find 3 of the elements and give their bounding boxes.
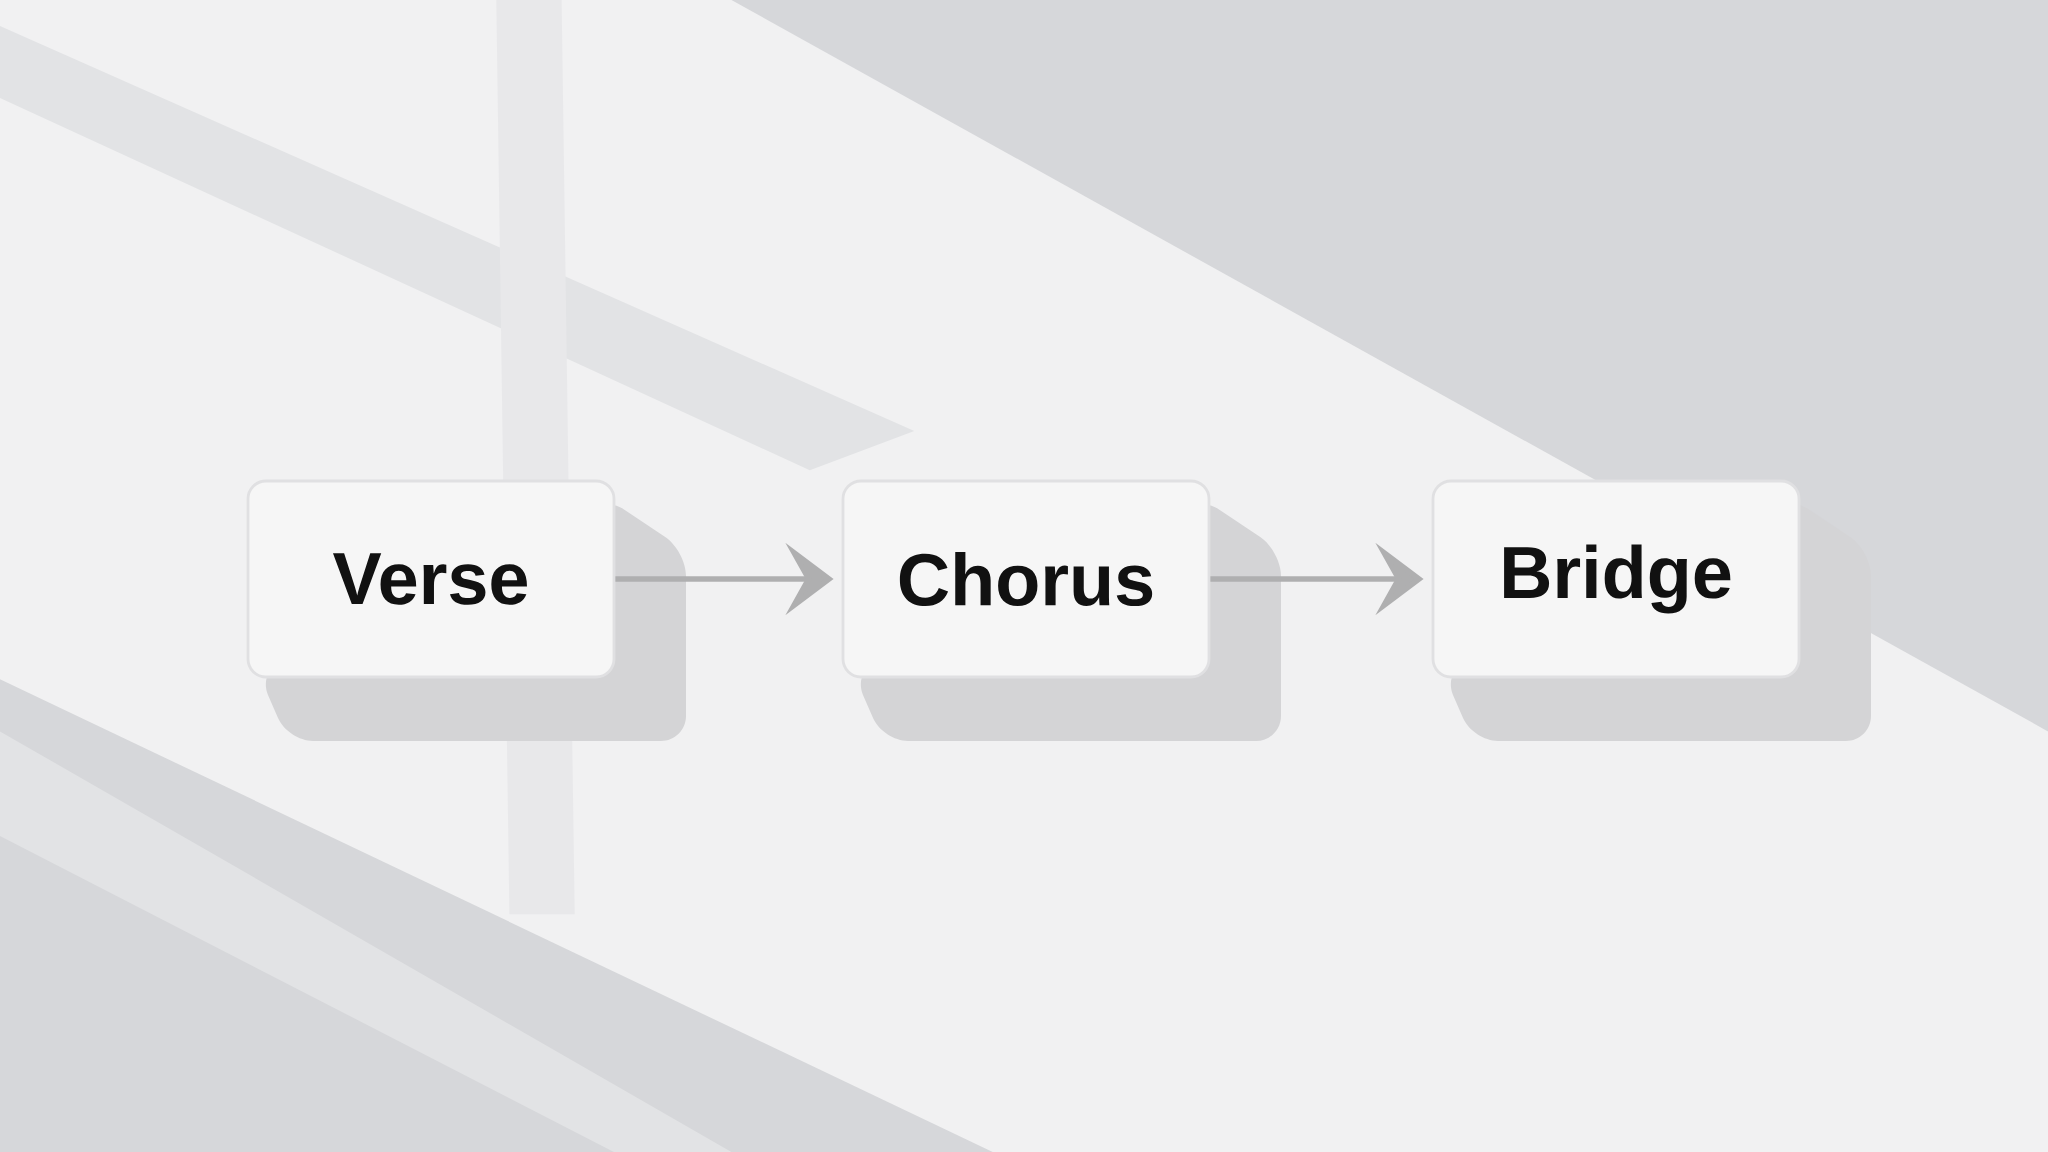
process-box: Bridge (1431, 479, 1871, 741)
process-box: Chorus (841, 479, 1281, 741)
node-label: Bridge (1504, 544, 1731, 614)
